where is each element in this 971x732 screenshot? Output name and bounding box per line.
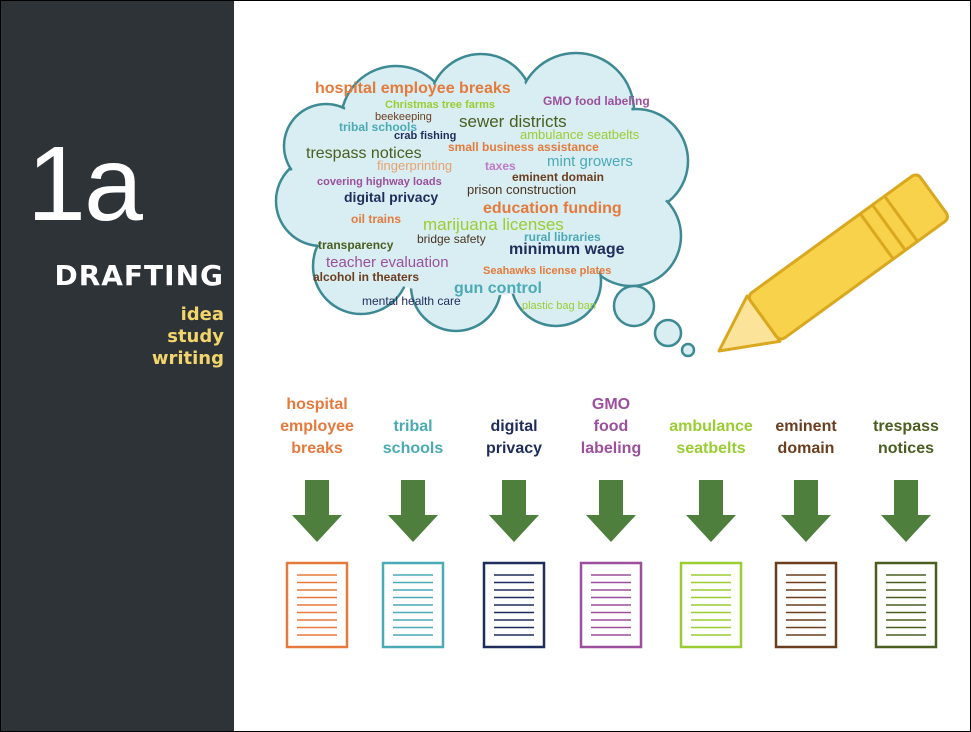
section-number: 1a xyxy=(27,125,143,243)
document-icon xyxy=(381,561,445,649)
cloud-word: gun control xyxy=(454,280,542,297)
cloud-word: GMO food labeling xyxy=(543,94,650,108)
document-icon xyxy=(482,561,546,649)
cloud-word: Christmas tree farms xyxy=(385,99,496,111)
cloud-word: ambulance seatbelts xyxy=(520,127,640,142)
topic-label-line: hospital xyxy=(286,396,348,413)
cloud-word: trespass notices xyxy=(306,145,422,162)
topic-label: hospital employee breaks xyxy=(262,394,372,460)
cloud-word: small business assistance xyxy=(448,140,599,154)
step-idea: idea xyxy=(180,304,224,325)
cloud-word: teacher evaluation xyxy=(326,254,449,271)
cloud-word: rural libraries xyxy=(524,230,601,244)
topic-label-line: digital xyxy=(490,418,538,435)
cloud-word: education funding xyxy=(483,200,622,217)
sidebar: 1a DRAFTING idea study writing xyxy=(1,1,234,731)
cloud-word: hospital employee breaks xyxy=(315,80,511,97)
down-arrow-icon xyxy=(686,480,736,542)
down-arrow-icon xyxy=(388,480,438,542)
topic-label-line: eminent xyxy=(775,418,837,435)
cloud-word: crab fishing xyxy=(394,130,457,142)
down-arrow-icon xyxy=(881,480,931,542)
cloud-word: oil trains xyxy=(351,212,402,226)
document-icon xyxy=(874,561,938,649)
cloud-word: digital privacy xyxy=(344,189,439,205)
topic-label-line: domain xyxy=(777,440,835,457)
down-arrow-icon xyxy=(292,480,342,542)
step-study: study xyxy=(167,326,224,347)
topic-label: ambulance seatbelts xyxy=(656,416,766,460)
cloud-word: taxes xyxy=(485,159,516,173)
topic-label-line: notices xyxy=(877,440,934,457)
topic-label-line: schools xyxy=(382,440,444,457)
topic-label-line: breaks xyxy=(291,440,343,457)
topic-label: digital privacy xyxy=(459,416,569,460)
cloud-word: bridge safety xyxy=(417,232,486,246)
cloud-word: beekeeping xyxy=(375,111,432,123)
cloud-word: fingerprinting xyxy=(377,158,453,173)
topic-label-line: labeling xyxy=(580,440,642,457)
document-icon xyxy=(285,561,349,649)
topic-label-line: GMO xyxy=(591,396,631,413)
topic-label-line: seatbelts xyxy=(676,440,746,457)
cloud-word: Seahawks license plates xyxy=(483,265,612,277)
cloud-word: tribal schools xyxy=(339,120,418,134)
topic-label-line: employee xyxy=(280,418,354,435)
topic-label-line: food xyxy=(593,418,629,435)
cloud-word: prison construction xyxy=(467,182,577,197)
cloud-word: mental health care xyxy=(362,294,461,308)
cloud-word: marijuana licenses xyxy=(423,215,564,234)
cloud-word: covering highway loads xyxy=(317,176,442,188)
topic-label: GMO food labeling xyxy=(556,394,666,460)
topic-label-line: privacy xyxy=(485,440,543,457)
document-icon xyxy=(774,561,838,649)
down-arrow-icon xyxy=(781,480,831,542)
topic-label-line: ambulance xyxy=(669,418,753,435)
topic-label: trespass notices xyxy=(851,416,961,460)
cloud-word: minimum wage xyxy=(509,241,625,258)
step-writing: writing xyxy=(151,348,224,369)
topic-label-line: trespass xyxy=(873,418,939,435)
down-arrow-icon xyxy=(489,480,539,542)
topic-label: eminent domain xyxy=(751,416,861,460)
topic-label-line: tribal xyxy=(393,418,433,435)
cloud-word: mint growers xyxy=(547,153,633,170)
cloud-word: plastic bag ban xyxy=(522,300,596,312)
phase-title: DRAFTING xyxy=(54,259,224,292)
document-icon xyxy=(579,561,643,649)
cloud-word: eminent domain xyxy=(512,170,605,184)
topic-label: tribal schools xyxy=(358,416,468,460)
cloud-word: transparency xyxy=(318,238,394,252)
cloud-word: sewer districts xyxy=(459,112,567,131)
document-icon xyxy=(679,561,743,649)
down-arrow-icon xyxy=(586,480,636,542)
cloud-word: alcohol in theaters xyxy=(313,270,420,284)
